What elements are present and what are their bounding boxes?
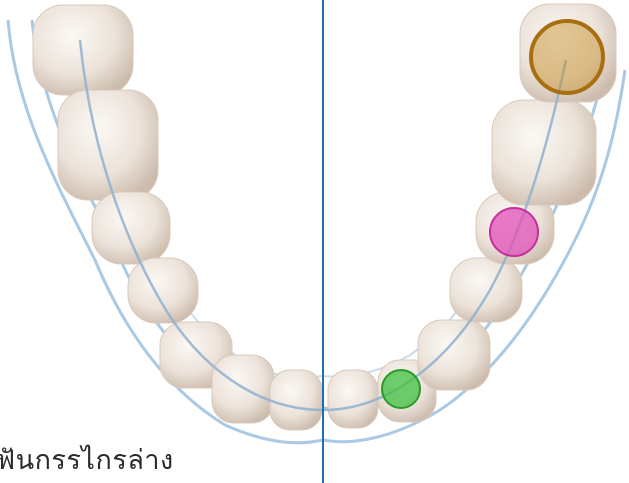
gold-marker	[531, 21, 603, 93]
green-marker	[382, 370, 420, 408]
diagram-caption: ฟันกรรไกรล่าง	[0, 438, 174, 481]
pink-marker	[490, 208, 538, 256]
left-teeth	[33, 5, 322, 430]
